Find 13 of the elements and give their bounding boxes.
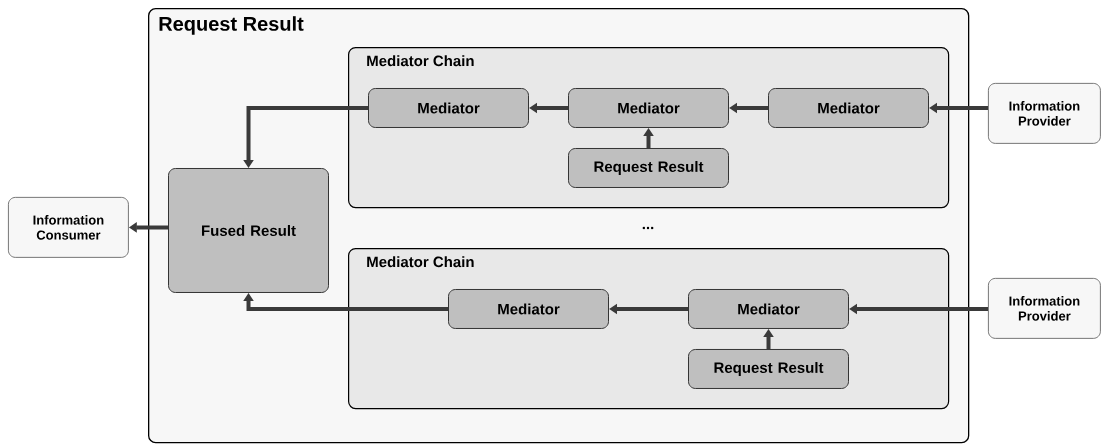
process-box: Mediator bbox=[768, 88, 929, 128]
process-box: Request Result bbox=[568, 148, 729, 188]
process-box: Mediator bbox=[688, 289, 849, 329]
entity-box: Information Provider bbox=[988, 83, 1101, 144]
process-box: Fused Result bbox=[168, 168, 329, 293]
arrow bbox=[243, 293, 448, 311]
process-box: Mediator bbox=[448, 289, 609, 329]
ellipsis-text: ... bbox=[642, 226, 654, 230]
process-box: Mediator bbox=[368, 88, 529, 128]
entity-box: Information Consumer bbox=[8, 197, 129, 258]
process-box: Request Result bbox=[688, 349, 849, 389]
entity-box: Information Provider bbox=[988, 278, 1101, 339]
process-box: Mediator bbox=[568, 88, 729, 128]
